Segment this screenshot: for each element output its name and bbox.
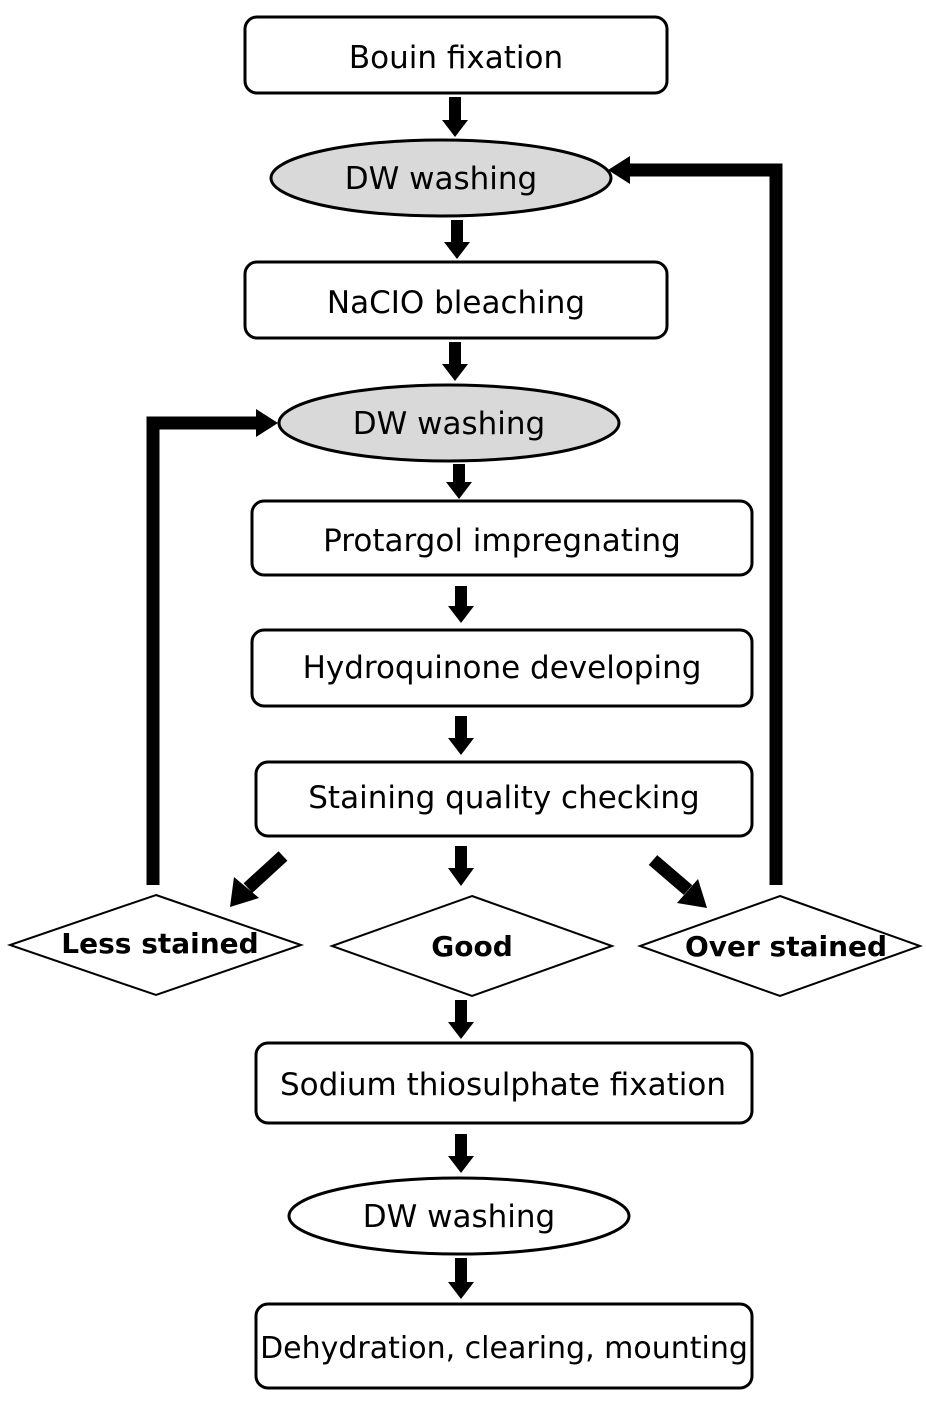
step-sodium-thiosulphate-fixation: Sodium thiosulphate fixation — [254, 1041, 754, 1125]
decision-less-stained: Less stained — [6, 893, 305, 997]
step-dw-washing-1: DW washing — [269, 138, 613, 218]
step-dw-washing-2-label: DW washing — [353, 406, 545, 442]
step-dehydration-clearing-mounting: Dehydration, clearing, mounting — [254, 1302, 754, 1390]
step-dw-washing-3: DW washing — [287, 1176, 631, 1256]
loop-less-stained-to-dw-washing-2 — [146, 409, 278, 885]
step-protargol-impregnating-label: Protargol impregnating — [323, 523, 681, 559]
decision-good: Good — [329, 894, 615, 998]
step-staining-quality-checking-label: Staining quality checking — [308, 780, 699, 816]
step-dehydration-clearing-mounting-label: Dehydration, clearing, mounting — [260, 1331, 748, 1366]
arrow-hydroquinone-to-quality — [448, 716, 474, 755]
arrow-dw1-to-naclo — [444, 220, 470, 259]
decision-good-label: Good — [431, 930, 513, 963]
step-protargol-impregnating: Protargol impregnating — [250, 499, 754, 577]
step-dw-washing-2: DW washing — [277, 383, 621, 463]
step-staining-quality-checking: Staining quality checking — [254, 760, 754, 838]
step-hydroquinone-developing-label: Hydroquinone developing — [303, 650, 702, 686]
arrow-naclo-to-dw2 — [442, 342, 468, 381]
arrow-protargol-to-hydroquinone — [448, 586, 474, 623]
arrow-quality-to-less-stained — [230, 851, 288, 907]
step-bouin-fixation: Bouin fixation — [243, 15, 669, 95]
arrow-quality-to-good — [448, 846, 474, 886]
arrow-bouin-to-dw1 — [442, 97, 468, 137]
step-dw-washing-1-label: DW washing — [345, 161, 537, 197]
step-sodium-thiosulphate-fixation-label: Sodium thiosulphate fixation — [280, 1067, 726, 1103]
step-hydroquinone-developing: Hydroquinone developing — [250, 628, 754, 708]
arrow-quality-to-over-stained — [648, 855, 707, 908]
arrow-good-to-sodium — [448, 1000, 474, 1039]
decision-over-stained: Over stained — [637, 894, 923, 998]
step-bouin-fixation-label: Bouin fixation — [349, 40, 563, 76]
step-naclo-bleaching: NaCIO bleaching — [243, 260, 669, 340]
decision-over-stained-label: Over stained — [685, 930, 887, 963]
step-naclo-bleaching-label: NaCIO bleaching — [327, 285, 585, 321]
arrow-sodium-to-dw3 — [448, 1134, 474, 1173]
arrow-dw3-to-final — [448, 1258, 474, 1299]
step-dw-washing-3-label: DW washing — [363, 1199, 555, 1235]
decision-less-stained-label: Less stained — [61, 927, 258, 960]
loop-over-stained-to-dw-washing-1 — [608, 156, 783, 885]
arrow-dw2-to-protargol — [446, 464, 472, 499]
